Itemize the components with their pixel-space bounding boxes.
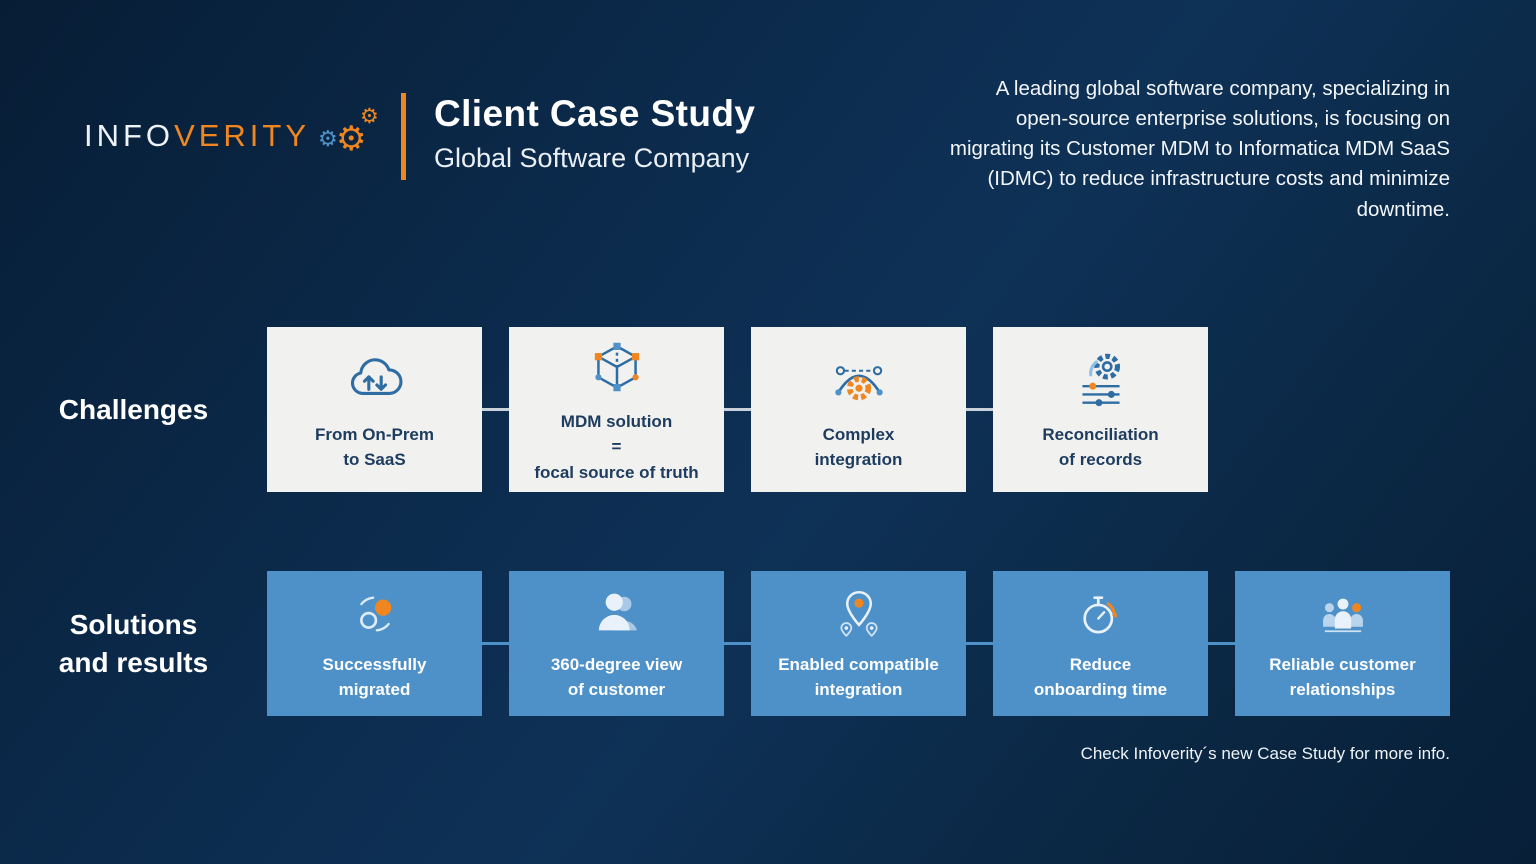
solution-card-360-view: 360-degree view of customer	[509, 571, 724, 716]
card-label: 360-degree view of customer	[550, 654, 683, 700]
connector	[966, 642, 993, 645]
challenge-card-on-prem-to-saas: From On-Prem to SaaS	[267, 327, 482, 492]
logo-text: INFOVERITY	[84, 118, 310, 154]
connector	[482, 642, 509, 645]
gear-icon-small-orange: ⚙	[360, 105, 379, 128]
footer-note: Check Infoverity´s new Case Study for mo…	[1080, 744, 1450, 763]
solution-card-migrated: Successfully migrated	[267, 571, 482, 716]
challenge-card-mdm-solution: MDM solution = focal source of truth	[509, 327, 724, 492]
page-subtitle: Global Software Company	[434, 143, 750, 173]
customer-360-icon	[588, 585, 646, 643]
case-summary-text: A leading global software company, speci…	[949, 77, 1450, 221]
challenges-row: Challenges From On-Prem to SaaS	[0, 327, 1536, 492]
gear-icon-small-blue: ⚙	[318, 126, 338, 151]
challenge-card-complex-integration: Complex integration	[751, 327, 966, 492]
card-label: From On-Prem to SaaS	[314, 424, 435, 470]
connector	[1208, 642, 1235, 645]
gear-icon-large-orange: ⚙	[336, 120, 367, 158]
location-pins-icon	[830, 585, 888, 643]
connector	[482, 408, 509, 411]
infoverity-logo: INFOVERITY ⚙ ⚙ ⚙	[84, 106, 392, 166]
solution-card-integration: Enabled compatible integration	[751, 571, 966, 716]
bezier-curve-icon	[826, 347, 892, 413]
reconciliation-icon	[1068, 347, 1134, 413]
solutions-row: Solutions and results Successfully migra…	[0, 571, 1536, 716]
page-title: Client Case Study	[434, 93, 756, 134]
title-block: Client Case Study Global Software Compan…	[434, 93, 755, 174]
card-label: Reconciliation of records	[1042, 424, 1159, 470]
card-label: Successfully migrated	[322, 654, 427, 700]
connector	[724, 408, 751, 411]
solutions-label: Solutions and results	[58, 608, 209, 678]
header-accent-bar	[401, 93, 406, 180]
solution-card-relationships: Reliable customer relationships	[1235, 571, 1450, 716]
logo-text-info: INFO	[84, 118, 175, 153]
cloud-migration-icon	[342, 347, 408, 413]
challenges-label: Challenges	[58, 393, 209, 425]
connector	[966, 408, 993, 411]
card-label: Reliable customer relationships	[1269, 654, 1416, 700]
card-label: Enabled compatible integration	[778, 654, 939, 700]
logo-text-verity: VERITY	[174, 118, 311, 153]
card-label: Reduce onboarding time	[1033, 654, 1168, 700]
challenge-card-reconciliation: Reconciliation of records	[993, 327, 1208, 492]
gear-cluster: ⚙ ⚙ ⚙	[318, 106, 392, 166]
customer-group-icon	[1314, 585, 1372, 643]
solution-card-onboarding: Reduce onboarding time	[993, 571, 1208, 716]
mdm-cube-icon	[584, 334, 650, 400]
migration-circles-icon	[346, 585, 404, 643]
card-label: MDM solution = focal source of truth	[534, 411, 699, 482]
card-label: Complex integration	[814, 424, 903, 470]
stopwatch-icon	[1072, 585, 1130, 643]
connector	[724, 642, 751, 645]
